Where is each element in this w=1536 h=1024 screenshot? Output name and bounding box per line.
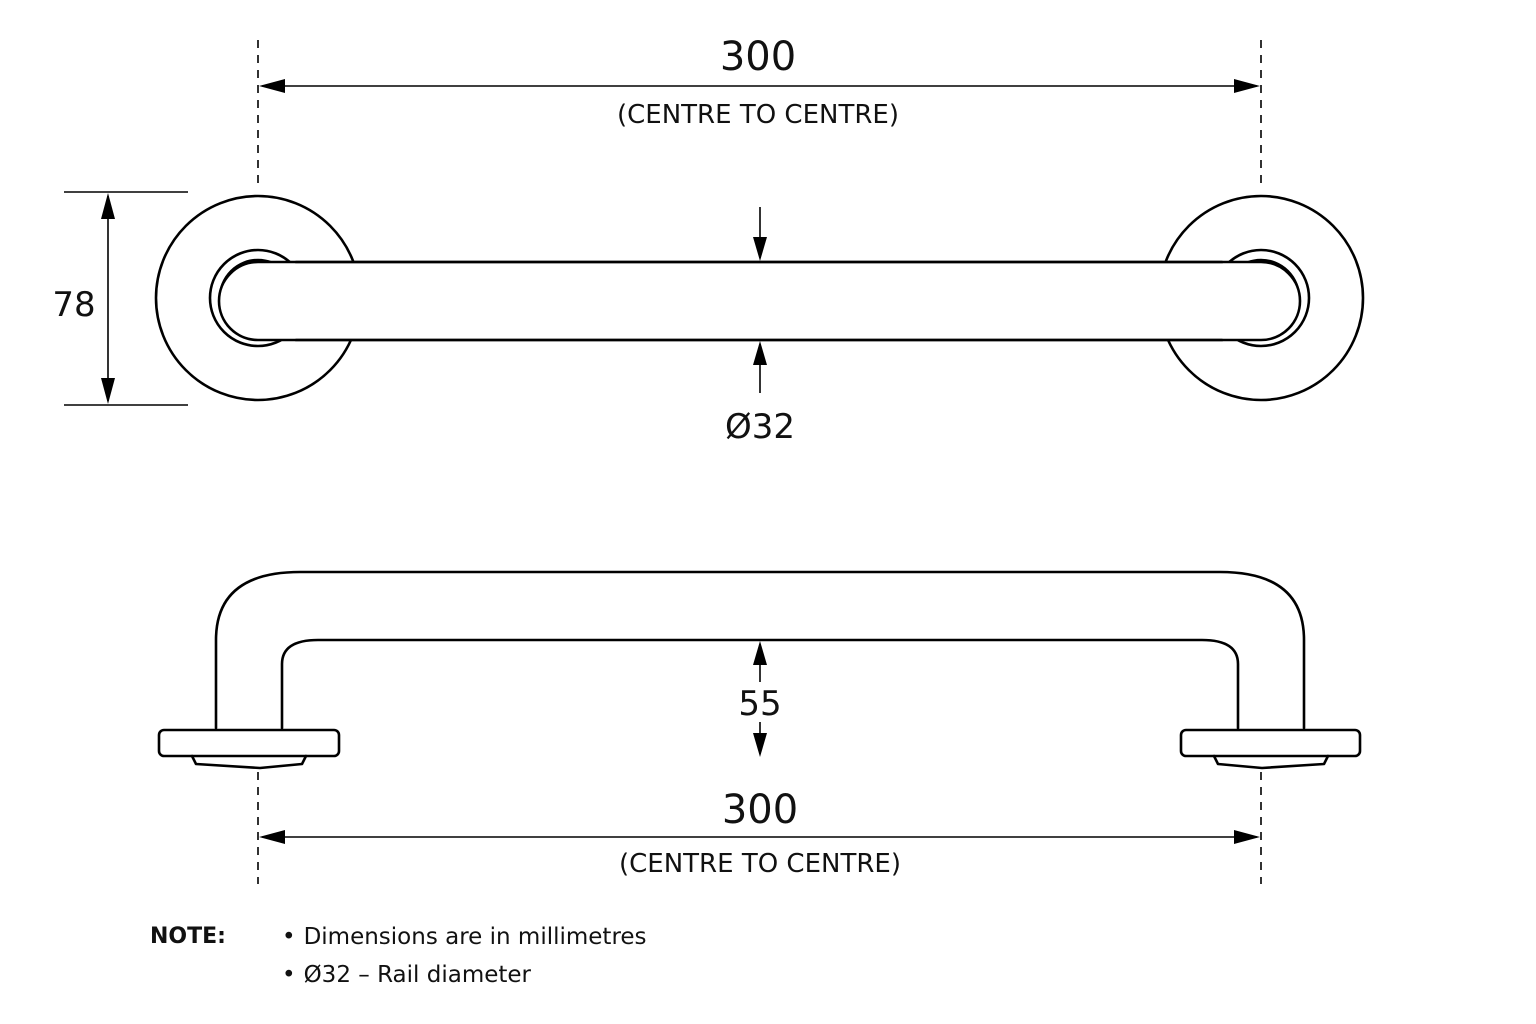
flange-height-value: 78	[52, 285, 95, 325]
note-item-units: • Dimensions are in millimetres	[282, 924, 647, 950]
note-bullet: •	[282, 962, 296, 988]
note-text-diameter: Ø32 – Rail diameter	[303, 962, 531, 988]
top-length-value: 300	[720, 34, 796, 80]
top-length-note: (CENTRE TO CENTRE)	[617, 100, 899, 130]
rail-side-inner	[280, 638, 1240, 730]
note-bullet: •	[282, 924, 296, 950]
arrowhead-right	[1234, 79, 1260, 93]
top-view: 300 (CENTRE TO CENTRE) 78 Ø	[52, 34, 1365, 447]
arrowhead-left	[259, 79, 285, 93]
arrowhead-side-right	[1234, 830, 1260, 844]
arrowhead-side-left	[259, 830, 285, 844]
arrowhead-diameter-top	[753, 237, 767, 261]
diameter-value: Ø32	[725, 407, 795, 447]
note-text-units: Dimensions are in millimetres	[303, 924, 647, 950]
arrowhead-55-top	[753, 641, 767, 665]
side-length-value: 300	[722, 787, 798, 833]
side-view: 55 300 (CENTRE TO CENTRE)	[157, 570, 1362, 884]
arrowhead-55-bottom	[753, 733, 767, 757]
side-length-note: (CENTRE TO CENTRE)	[619, 849, 901, 879]
projection-value: 55	[738, 684, 781, 724]
note-item-diameter: • Ø32 – Rail diameter	[282, 962, 531, 988]
left-flange-side	[157, 728, 341, 770]
arrowhead-78-bottom	[101, 378, 115, 404]
arrowhead-78-top	[101, 193, 115, 219]
arrowhead-diameter-bottom	[753, 341, 767, 365]
note-label: NOTE:	[150, 924, 226, 949]
rail-side-outer	[214, 570, 1306, 730]
right-flange-side	[1179, 728, 1362, 770]
